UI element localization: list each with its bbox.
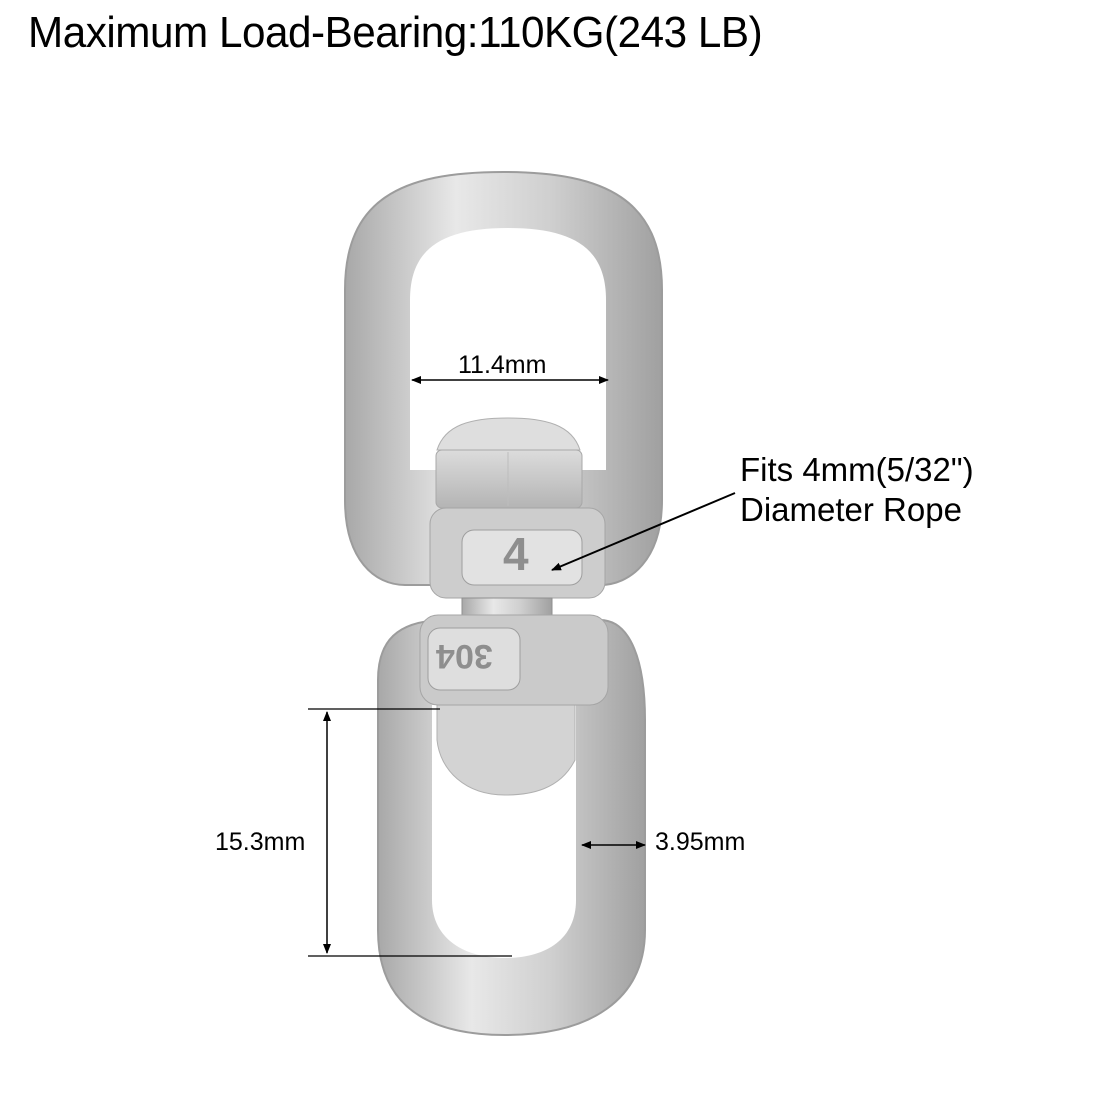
dim-label-width: 11.4mm	[458, 351, 547, 379]
callout-line-1: Fits 4mm(5/32")	[740, 451, 974, 488]
dim-label-length: 15.3mm	[215, 828, 306, 856]
rope-fit-callout: Fits 4mm(5/32") Diameter Rope	[740, 450, 974, 530]
callout-arrow	[551, 492, 736, 571]
dim-label-thickness: 3.95mm	[655, 828, 746, 856]
lower-eye	[377, 619, 646, 1037]
lower-collar	[419, 614, 609, 706]
callout-line-2: Diameter Rope	[740, 491, 962, 528]
page-title: Maximum Load-Bearing:110KG(243 LB)	[28, 8, 763, 57]
marking-304: 304	[436, 637, 493, 675]
hex-bolt-head	[435, 417, 583, 509]
marking-4: 4	[503, 528, 529, 580]
